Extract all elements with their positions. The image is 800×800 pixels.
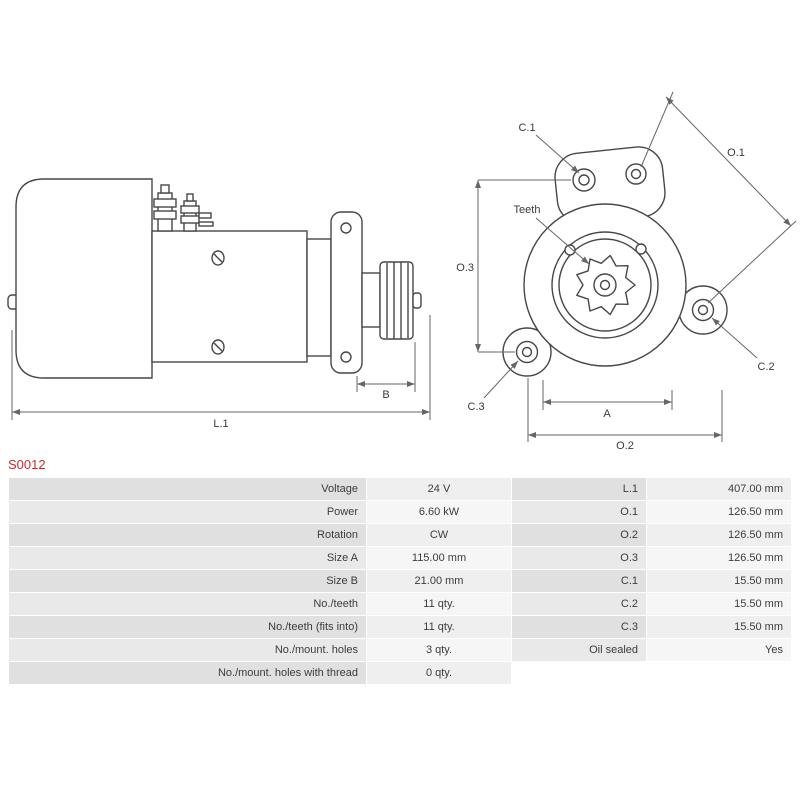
spec-label: C.1 xyxy=(512,570,646,592)
drive-neck xyxy=(306,238,332,357)
dim-label-c1: C.1 xyxy=(518,122,535,134)
dim-label-a: A xyxy=(603,408,611,420)
housing-screws xyxy=(211,250,225,355)
spec-value: 126.50 mm xyxy=(647,501,791,523)
spec-value: 11 qty. xyxy=(367,616,511,638)
side-view-drawing xyxy=(7,178,422,379)
leader-line-c2 xyxy=(711,317,758,359)
spec-label: Oil sealed xyxy=(512,639,646,661)
spec-value: 115.00 mm xyxy=(367,547,511,569)
dim-label-o3: O.3 xyxy=(456,262,474,274)
spec-value: 15.50 mm xyxy=(647,593,791,615)
spec-label: C.2 xyxy=(512,593,646,615)
spec-value: Yes xyxy=(647,639,791,661)
spec-label: No./mount. holes with thread xyxy=(9,662,366,684)
table-row: No./teeth (fits into) 11 qty. C.3 15.50 … xyxy=(9,616,791,638)
spec-value: 6.60 kW xyxy=(367,501,511,523)
table-row: No./teeth 11 qty. C.2 15.50 mm xyxy=(9,593,791,615)
leader-line-c1 xyxy=(535,134,580,174)
mounting-flange xyxy=(330,211,363,374)
mounting-holes xyxy=(515,163,715,364)
spec-label: Voltage xyxy=(9,478,366,500)
dim-label-l1: L.1 xyxy=(213,418,228,430)
spec-value: 0 qty. xyxy=(367,662,511,684)
spec-label xyxy=(512,662,646,684)
spec-label: C.3 xyxy=(512,616,646,638)
side-view-dimensions: L.1 B xyxy=(11,315,431,430)
dim-label-o2: O.2 xyxy=(616,440,634,452)
spec-label: No./teeth (fits into) xyxy=(9,616,366,638)
spec-value: 15.50 mm xyxy=(647,570,791,592)
leader-line-teeth xyxy=(535,217,590,265)
front-view-drawing xyxy=(502,146,728,377)
table-row: Size B 21.00 mm C.1 15.50 mm xyxy=(9,570,791,592)
spec-label: Size A xyxy=(9,547,366,569)
spec-value: 3 qty. xyxy=(367,639,511,661)
spec-label: O.3 xyxy=(512,547,646,569)
specs-table: Voltage 24 V L.1 407.00 mm Power 6.60 kW… xyxy=(8,477,792,685)
spec-value: 126.50 mm xyxy=(647,524,791,546)
table-row: Rotation CW O.2 126.50 mm xyxy=(9,524,791,546)
spec-value: 126.50 mm xyxy=(647,547,791,569)
part-number: S0012 xyxy=(8,457,46,472)
table-row: No./mount. holes with thread 0 qty. xyxy=(9,662,791,684)
table-row: Voltage 24 V L.1 407.00 mm xyxy=(9,478,791,500)
spec-value: 21.00 mm xyxy=(367,570,511,592)
spec-value: 24 V xyxy=(367,478,511,500)
technical-drawing: L.1 B xyxy=(7,91,797,452)
table-row: Power 6.60 kW O.1 126.50 mm xyxy=(9,501,791,523)
dim-label-o1: O.1 xyxy=(727,147,745,159)
spec-label: O.2 xyxy=(512,524,646,546)
pinion-gear-side xyxy=(361,261,422,340)
table-row: No./mount. holes 3 qty. Oil sealed Yes xyxy=(9,639,791,661)
dim-label-teeth: Teeth xyxy=(514,204,541,216)
dim-label-c2: C.2 xyxy=(757,361,774,373)
spec-label: Rotation xyxy=(9,524,366,546)
field-frame xyxy=(151,230,308,363)
motor-housing xyxy=(15,178,153,379)
spec-label: No./teeth xyxy=(9,593,366,615)
spec-value: 15.50 mm xyxy=(647,616,791,638)
leader-line-c3 xyxy=(483,360,519,399)
spec-value: 407.00 mm xyxy=(647,478,791,500)
front-view-dimensions: O.3 O.1 A O.2 C.1 Teeth C.3 xyxy=(456,91,797,452)
spec-label: Power xyxy=(9,501,366,523)
spec-label: Size B xyxy=(9,570,366,592)
spec-value xyxy=(647,662,791,684)
spec-label: O.1 xyxy=(512,501,646,523)
dimension-line-o1 xyxy=(665,96,792,227)
spec-label: No./mount. holes xyxy=(9,639,366,661)
spec-value: CW xyxy=(367,524,511,546)
spec-value: 11 qty. xyxy=(367,593,511,615)
dim-label-b: B xyxy=(382,389,389,401)
terminal-studs xyxy=(153,184,214,232)
table-row: Size A 115.00 mm O.3 126.50 mm xyxy=(9,547,791,569)
dim-label-c3: C.3 xyxy=(467,401,484,413)
spec-label: L.1 xyxy=(512,478,646,500)
